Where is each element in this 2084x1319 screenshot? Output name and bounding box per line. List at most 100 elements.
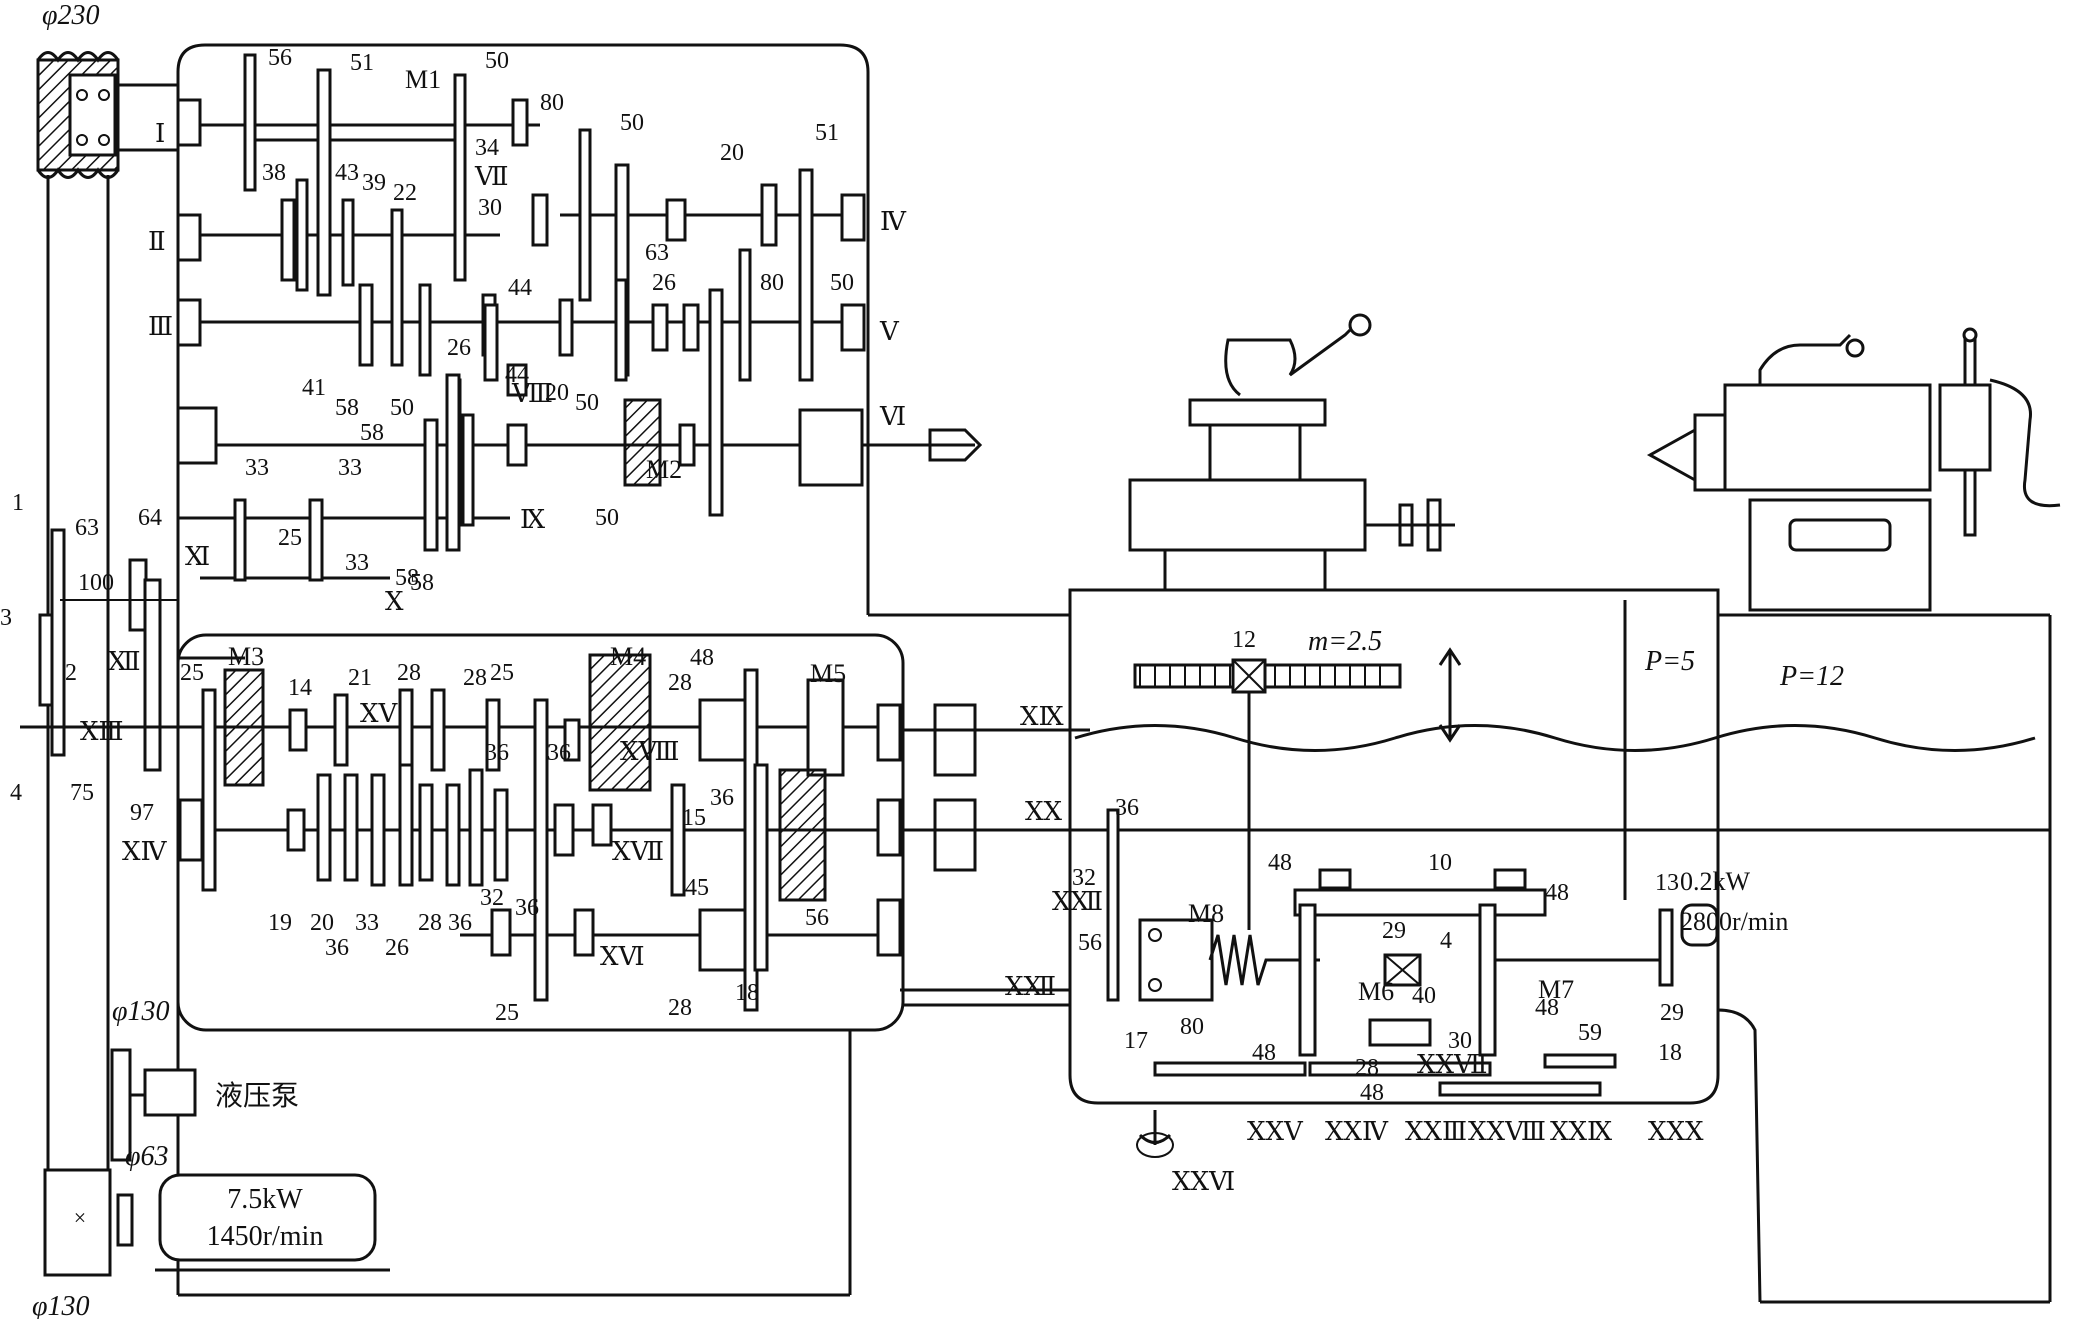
label-d130-lower: φ130 — [32, 1291, 90, 1319]
shaft-number: Ⅸ — [520, 505, 545, 534]
gear-tooth-count: 25 — [495, 1000, 519, 1026]
pulley-230 — [36, 51, 178, 179]
gear-tooth-count: 41 — [302, 375, 326, 401]
shaft-number: ⅩⅩⅥ — [1172, 1167, 1235, 1196]
shaft-number: ⅩⅫ — [1005, 972, 1056, 1001]
shaft-number: Ⅺ — [185, 542, 210, 571]
shaft-number: ⅩⅣ — [122, 837, 168, 866]
gear-tooth-count: 28 — [668, 670, 692, 696]
shaft-number: Ⅹ — [385, 587, 404, 616]
gear-tooth-count: 43 — [335, 160, 359, 186]
gear-tooth-count: 4 — [10, 780, 22, 806]
clutch-label: M2 — [646, 455, 682, 484]
gear-tooth-count: 48 — [1252, 1040, 1276, 1066]
label-d230: φ230 — [42, 0, 100, 31]
gear-tooth-count: 13 — [1655, 870, 1679, 896]
label-d130-upper: φ130 — [112, 996, 170, 1027]
rapid-motor-power: 0.2kW — [1680, 867, 1751, 896]
spindle-nose — [862, 428, 983, 462]
rack — [1133, 647, 1462, 930]
gear-tooth-count: 29 — [1382, 918, 1406, 944]
motor-speed: 1450r/min — [207, 1221, 324, 1252]
gear-tooth-count: 14 — [288, 675, 312, 701]
gear-tooth-count: 100 — [78, 570, 114, 596]
gear-tooth-count: 40 — [1412, 983, 1436, 1009]
gear-tooth-count: 32 — [480, 885, 504, 911]
gear-tooth-count: 33 — [245, 455, 269, 481]
carriage — [1128, 313, 1455, 592]
gear-tooth-count: 50 — [620, 110, 644, 136]
gear-tooth-count: 28 — [668, 995, 692, 1021]
gear-tooth-count: 26 — [447, 335, 471, 361]
shaft-number: Ⅰ — [155, 119, 165, 148]
gear-tooth-count: 36 — [448, 910, 472, 936]
label-d63: φ63 — [125, 1141, 169, 1172]
gear-tooth-count: 36 — [485, 740, 509, 766]
gear-tooth-count: 36 — [547, 740, 571, 766]
shaft-number: ⅩⅩⅣ — [1325, 1117, 1389, 1146]
gear-tooth-count: 4 — [1440, 928, 1452, 954]
rack-module: m=2.5 — [1308, 626, 1382, 657]
rapid-motor-speed: 2800r/min — [1680, 907, 1788, 936]
gear-tooth-count: 25 — [278, 525, 302, 551]
shaft-number: ⅩⅧ — [620, 737, 679, 766]
gear-tooth-count: 56 — [1078, 930, 1102, 956]
gear-tooth-count: 15 — [682, 805, 706, 831]
gear-tooth-count: 50 — [575, 390, 599, 416]
gear-tooth-count: 33 — [345, 550, 369, 576]
gear-tooth-count: 50 — [485, 48, 509, 74]
gear-tooth-count: 58 — [410, 570, 434, 596]
gear-tooth-count: 39 — [362, 170, 386, 196]
apron-box — [1068, 588, 1720, 1105]
dimension-labels: φ230 φ130 φ130 φ63 — [32, 0, 170, 1319]
gear-tooth-count: 12 — [1232, 627, 1256, 653]
gear-tooth-count: 58 — [360, 420, 384, 446]
shaft-number: ⅩⅩ — [1025, 797, 1063, 826]
couplings — [900, 703, 2050, 992]
gear-tooth-count: 18 — [1658, 1040, 1682, 1066]
shaft-number: ⅩⅫ — [1052, 887, 1103, 916]
shaft-number: ⅩⅢ — [80, 717, 124, 746]
bearings-headstock — [176, 98, 866, 487]
gear-tooth-count: 48 — [1360, 1080, 1384, 1106]
shaft-number: ⅩⅥ — [600, 942, 645, 971]
gear-tooth-count: 18 — [735, 980, 759, 1006]
gear-tooth-count: 32 — [1072, 865, 1096, 891]
gear-tooth-count: 36 — [1115, 795, 1139, 821]
leadscrew-pitch: P=12 — [1779, 661, 1844, 692]
clutch-label: M7 — [1538, 975, 1574, 1004]
clutch-label: M4 — [610, 642, 646, 671]
gear-tooth-count: 45 — [685, 875, 709, 901]
tailstock — [1646, 327, 2061, 612]
gear-tooth-count: 17 — [1124, 1028, 1148, 1054]
gear-tooth-count: 28 — [397, 660, 421, 686]
gear-tooth-count: 20 — [310, 910, 334, 936]
shaft-number: ⅩⅩⅨ — [1550, 1117, 1612, 1146]
gear-tooth-count: 48 — [1545, 880, 1569, 906]
gear-tooth-count: 48 — [1268, 850, 1292, 876]
gear-tooth-count: 28 — [463, 665, 487, 691]
gear-tooth-count: 56 — [805, 905, 829, 931]
shaft-number: ⅩⅤ — [360, 699, 399, 728]
gear-tooth-count: 30 — [478, 195, 502, 221]
clutch-label: M8 — [1188, 899, 1224, 928]
gear-tooth-count: 50 — [595, 505, 619, 531]
shaft-number: Ⅷ — [511, 379, 553, 408]
shaft-number: Ⅶ — [474, 162, 509, 191]
gear-tooth-count: 48 — [1535, 995, 1559, 1021]
lathe-bed — [868, 613, 2052, 1304]
gear-tooth-count: 56 — [268, 45, 292, 71]
gear-tooth-count: 25 — [180, 660, 204, 686]
gear-tooth-count: 80 — [1180, 1014, 1204, 1040]
gear-tooth-count: 21 — [348, 665, 372, 691]
motor-power: 7.5kW — [227, 1184, 303, 1215]
gear-tooth-count: 50 — [390, 395, 414, 421]
leadscrew — [1074, 724, 2036, 752]
gear-tooth-count: 26 — [652, 270, 676, 296]
svg-text:×: × — [74, 1205, 86, 1230]
gear-tooth-count: 33 — [355, 910, 379, 936]
gear-tooth-count: 30 — [1448, 1028, 1472, 1054]
shaft-number: Ⅻ — [108, 647, 141, 676]
shaft-number: ⅩⅦ — [612, 837, 664, 866]
gear-tooth-count: 36 — [325, 935, 349, 961]
